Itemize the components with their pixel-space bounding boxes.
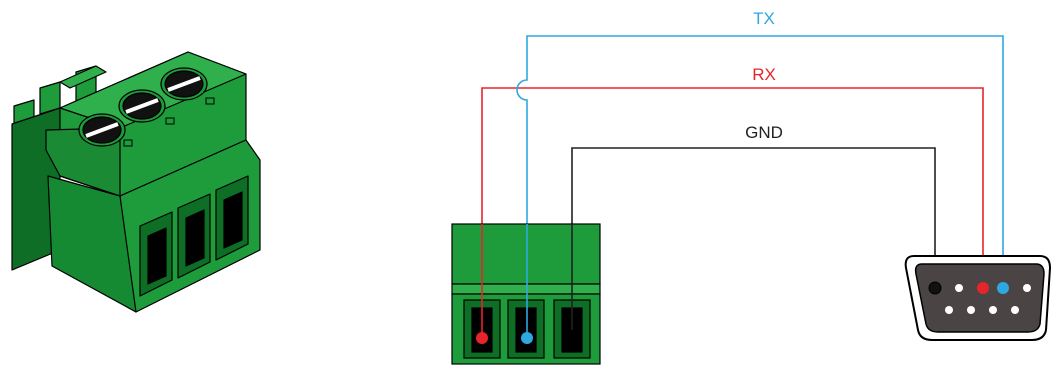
tx-label: TX xyxy=(753,9,775,28)
rx-wire xyxy=(481,87,984,336)
rx-terminal-dot xyxy=(476,332,488,344)
rx-label: RX xyxy=(752,65,776,84)
screw-heads xyxy=(78,67,208,147)
terminal-block-3d-icon xyxy=(11,51,261,313)
db9-connector-icon xyxy=(904,255,1051,341)
tx-wire xyxy=(516,35,1004,338)
back-pins xyxy=(13,65,107,133)
tx-terminal-dot xyxy=(521,332,533,344)
terminal-block-front-icon xyxy=(451,223,601,365)
wire-openings xyxy=(139,175,249,297)
gnd-label: GND xyxy=(745,123,783,142)
gnd-wire xyxy=(571,147,936,330)
